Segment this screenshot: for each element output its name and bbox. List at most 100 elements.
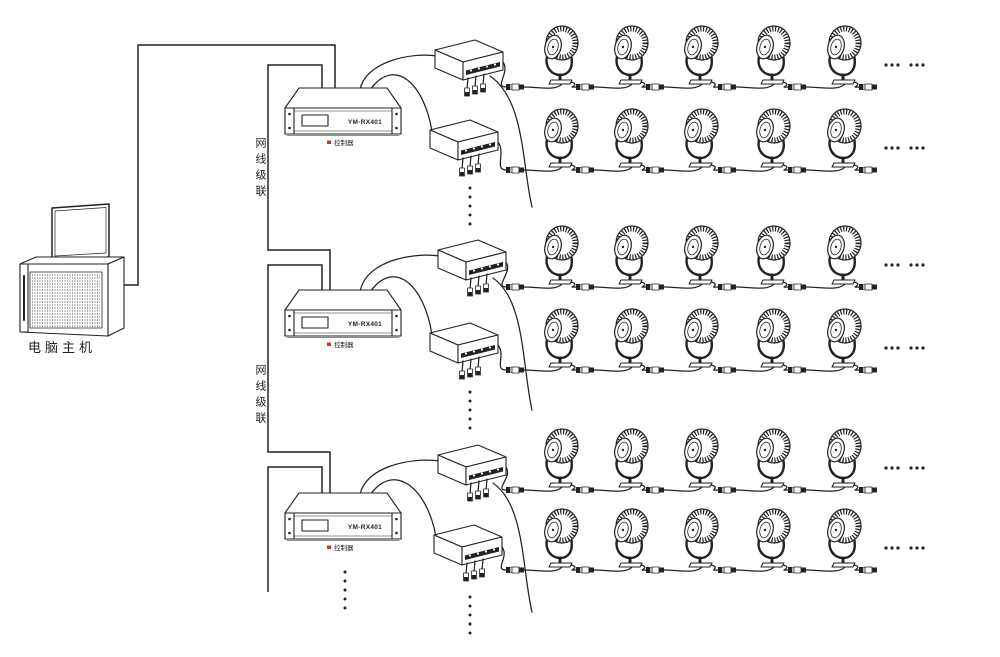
screw-hole xyxy=(395,328,398,332)
spotlight xyxy=(612,509,648,567)
port-jack xyxy=(476,552,480,555)
cable-connector xyxy=(645,83,665,91)
signal-cable xyxy=(593,486,633,492)
port-jack xyxy=(492,548,496,551)
cable-connector xyxy=(505,566,525,574)
signal-cable xyxy=(570,81,577,88)
signal-cable xyxy=(710,164,719,171)
dot xyxy=(896,466,900,470)
cable-connector xyxy=(575,366,595,374)
signal-cable xyxy=(782,281,789,288)
signal-cable xyxy=(663,83,703,89)
hanging-cable xyxy=(477,480,480,493)
signal-cable xyxy=(782,81,789,88)
cable-connector xyxy=(717,366,737,374)
dot xyxy=(343,597,347,601)
port-jack xyxy=(480,472,484,475)
signal-cable xyxy=(593,166,633,172)
continuation-dots xyxy=(884,263,925,267)
signal-cable xyxy=(805,486,846,492)
rack-ear-left xyxy=(284,512,295,540)
cable-connector xyxy=(575,566,595,574)
cable-connector xyxy=(645,166,665,174)
controller-display xyxy=(301,519,329,532)
hanging-cable xyxy=(485,478,488,491)
signal-cable xyxy=(853,564,860,571)
signal-cable xyxy=(853,281,860,288)
hanging-cable xyxy=(477,356,480,369)
hanging-cable xyxy=(469,155,472,168)
signal-cable xyxy=(735,366,775,372)
signal-cable xyxy=(735,166,775,172)
plug-tip xyxy=(472,575,476,579)
dot xyxy=(921,63,925,67)
dot xyxy=(909,546,913,550)
dot xyxy=(896,346,900,350)
signal-cable xyxy=(735,283,775,289)
signal-cable xyxy=(805,83,846,89)
spotlight xyxy=(754,109,790,167)
port-jack xyxy=(488,143,492,146)
signal-cable xyxy=(805,166,846,172)
dot xyxy=(909,63,913,67)
cable-connector xyxy=(717,486,737,494)
plug-tip xyxy=(468,497,472,501)
signal-cable xyxy=(593,283,633,289)
caption-mark xyxy=(327,140,331,144)
spotlight xyxy=(612,26,648,84)
monitor xyxy=(51,203,110,271)
plug-tip xyxy=(480,573,484,577)
dot xyxy=(915,63,919,67)
dot xyxy=(468,595,472,599)
plug-tip xyxy=(468,170,472,174)
signal-cable xyxy=(523,283,563,289)
plug-tip xyxy=(484,288,488,292)
continuation-dots xyxy=(468,390,472,430)
signal-cable xyxy=(640,564,647,571)
cable-connector xyxy=(858,366,878,374)
cable-connector xyxy=(575,486,595,494)
plug-tip xyxy=(465,92,469,96)
signal-cable xyxy=(570,484,577,491)
signal-cable xyxy=(735,486,775,492)
signal-cable xyxy=(782,164,789,171)
spotlight xyxy=(612,309,648,367)
dot xyxy=(909,466,913,470)
screw-hole xyxy=(288,531,291,535)
screw-hole xyxy=(288,126,291,130)
signal-cable xyxy=(570,164,577,171)
cable-connector xyxy=(645,283,665,291)
dot xyxy=(896,546,900,550)
spotlight xyxy=(542,226,578,284)
cable-connector xyxy=(787,283,807,291)
signal-cable xyxy=(523,566,563,572)
port-jack xyxy=(469,69,473,72)
light-chain xyxy=(437,429,925,502)
cable-connector xyxy=(787,566,807,574)
port-jack xyxy=(468,554,472,557)
dot xyxy=(343,579,347,583)
dot xyxy=(468,426,472,430)
continuation-dots xyxy=(884,63,925,67)
controller-display xyxy=(301,316,329,329)
rack-ear-right xyxy=(391,309,402,337)
port-panel xyxy=(466,62,500,75)
cable-connector xyxy=(787,166,807,174)
signal-cable xyxy=(735,83,775,89)
dot xyxy=(468,417,472,421)
spotlight xyxy=(825,429,861,487)
signal-cable xyxy=(593,566,633,572)
spotlight xyxy=(542,429,578,487)
signal-cable xyxy=(710,564,719,571)
cascade-label: 网线级联 xyxy=(254,364,267,428)
dot xyxy=(468,631,472,635)
signal-cable xyxy=(640,164,647,171)
hanging-cable xyxy=(465,562,468,575)
cable-connector xyxy=(505,283,525,291)
controller-top xyxy=(284,289,402,311)
signal-cable xyxy=(523,486,563,492)
signal-cable xyxy=(523,83,563,89)
controller-caption: 控制器 xyxy=(334,138,354,147)
